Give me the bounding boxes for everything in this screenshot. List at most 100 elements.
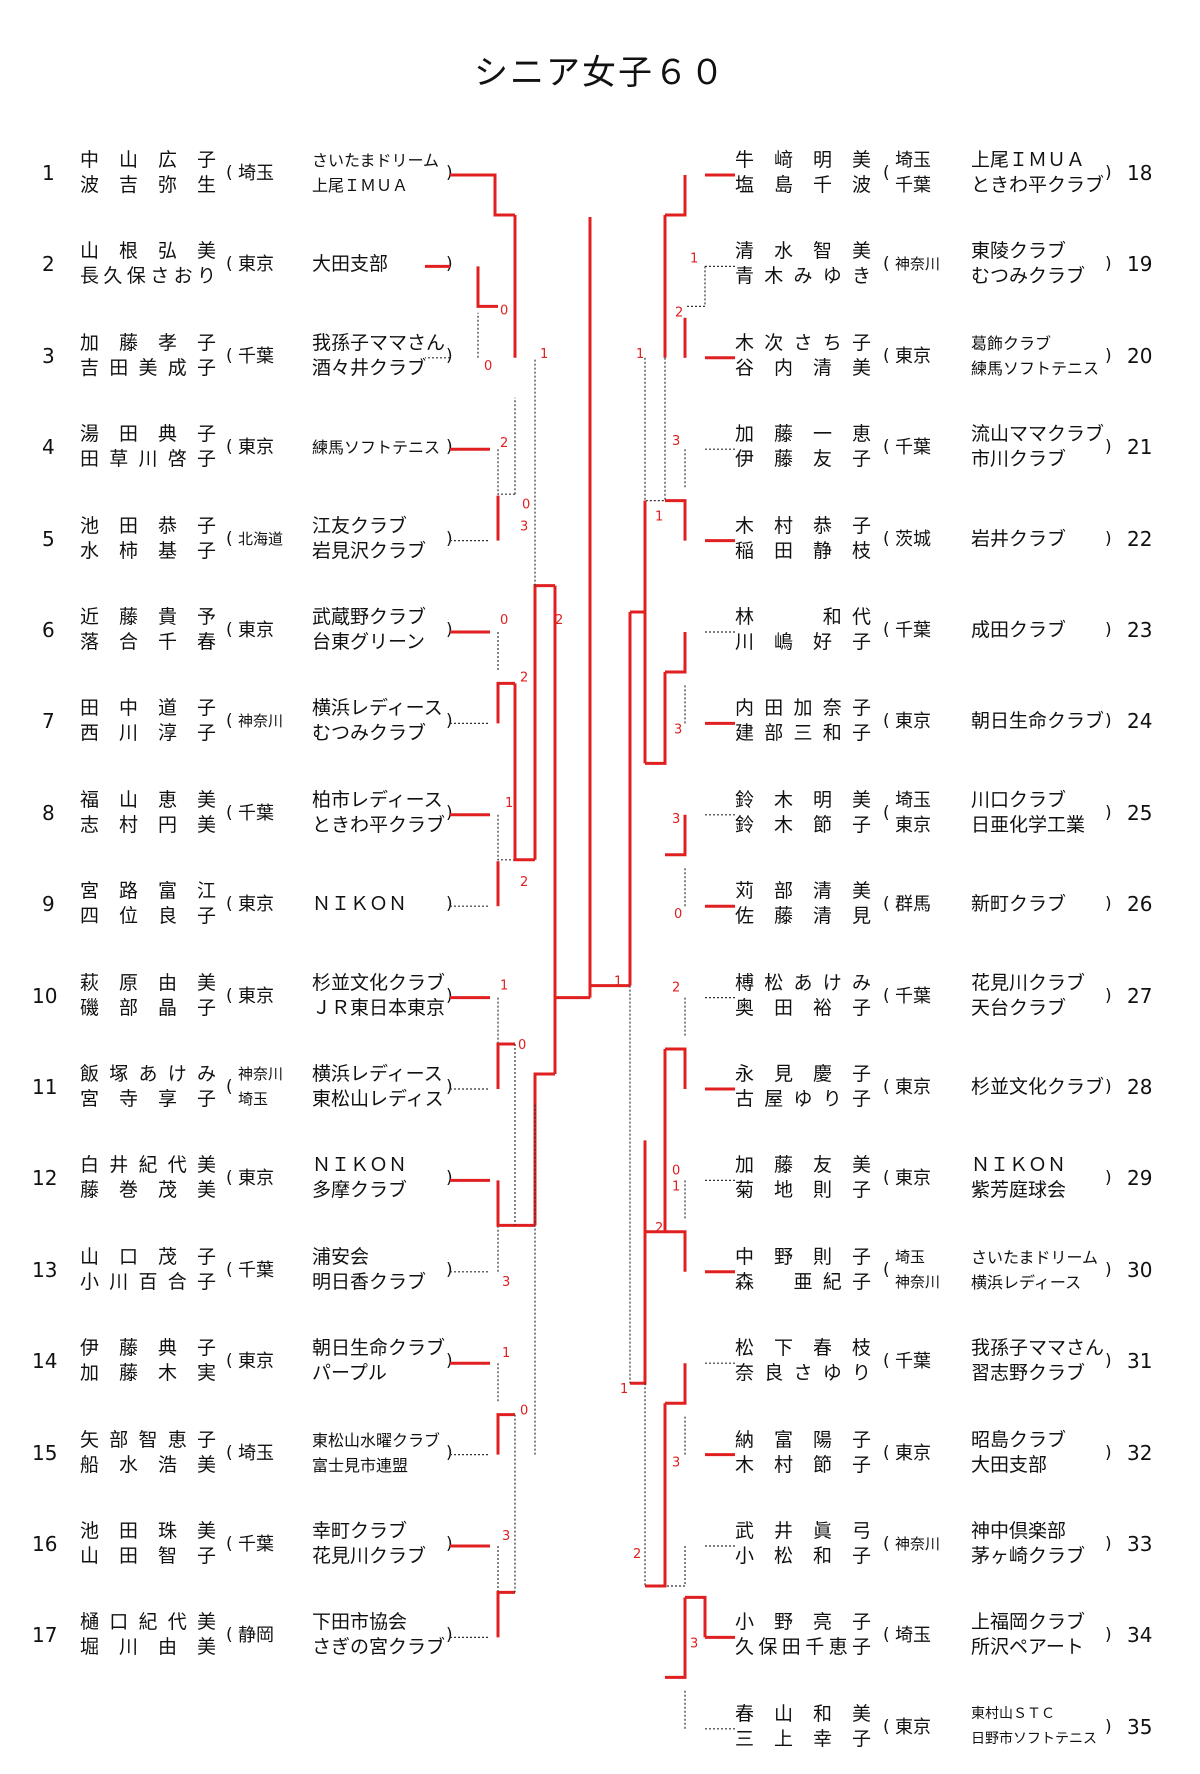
bracket-join xyxy=(513,683,535,862)
club-names: 幸町クラブ花見川クラブ xyxy=(312,1519,426,1569)
club-names: 昭島クラブ大田支部 xyxy=(971,1428,1066,1478)
player-names: 清水智美青木みゆき xyxy=(735,239,871,289)
bracket-join xyxy=(665,1230,687,1272)
close-paren: ) xyxy=(446,620,453,640)
entry-right-19: 清水智美青木みゆき(神奈川東陵クラブむつみクラブ)19 xyxy=(735,239,1200,293)
player-names: 鈴木明美鈴木節子 xyxy=(735,788,871,838)
player-1-name: 伊藤典子 xyxy=(80,1337,216,1360)
seed-number: 20 xyxy=(1127,343,1153,368)
player-names: 春山和美三上幸子 xyxy=(735,1702,871,1752)
seed-number: 11 xyxy=(32,1075,58,1099)
club-1: 大田支部 xyxy=(312,253,389,276)
open-paren: ( xyxy=(226,1625,233,1646)
club-names: 我孫子ママさん酒々井クラブ xyxy=(312,331,445,381)
open-paren: ( xyxy=(226,711,233,732)
player-1-name: 木次さち子 xyxy=(735,331,871,354)
player-names: 木村恭子稲田静枝 xyxy=(735,514,871,564)
prefecture-2: 東京 xyxy=(895,814,931,836)
prefecture-1: 千葉 xyxy=(238,1534,274,1555)
bracket-join xyxy=(533,584,555,860)
club-2: ときわ平クラブ xyxy=(971,174,1105,196)
open-paren: ( xyxy=(226,1442,233,1463)
player-names: 加藤一恵伊藤友子 xyxy=(735,422,871,472)
player-1-name: 松下春枝 xyxy=(735,1337,871,1360)
player-2-name: 船水浩美 xyxy=(80,1453,216,1476)
player-1-name: 湯田典子 xyxy=(80,423,216,446)
prefecture-1: 埼玉 xyxy=(895,150,931,171)
player-1-name: 中山広子 xyxy=(80,149,216,171)
player-names: 池田珠美山田智子 xyxy=(80,1519,216,1569)
prefecture-1: 千葉 xyxy=(238,802,274,824)
club-1: ＮＩＫＯＮ xyxy=(312,1154,408,1177)
bracket-join xyxy=(665,632,687,674)
bracket-join xyxy=(665,1546,686,1587)
prefecture: 千葉 xyxy=(895,618,931,643)
close-paren: ) xyxy=(446,1077,453,1097)
player-2-name: 久保田千恵子 xyxy=(735,1636,871,1659)
player-1-name: 樋口紀代美 xyxy=(80,1611,216,1634)
entry-right-32: 納富陽子木村節子(東京昭島クラブ大田支部)32 xyxy=(735,1428,1200,1482)
bracket-join xyxy=(496,1413,515,1455)
player-names: 山口茂子小川百合子 xyxy=(80,1245,216,1295)
club-1: 武蔵野クラブ xyxy=(312,606,427,628)
match-score: 0 xyxy=(520,1404,528,1419)
player-names: 松下春枝奈良さゆり xyxy=(735,1336,871,1386)
player-names: 納富陽子木村節子 xyxy=(735,1428,871,1478)
open-paren: ( xyxy=(883,620,890,640)
prefecture: 東京 xyxy=(238,984,274,1009)
player-names: 矢部智恵子船水浩美 xyxy=(80,1428,216,1478)
player-1-name: 山根弘美 xyxy=(80,240,216,263)
club-1: 上尾ＩＭＵＡ xyxy=(971,149,1086,171)
player-1-name: 牛﨑明美 xyxy=(735,149,871,171)
close-paren: ) xyxy=(446,345,453,366)
player-1-name: 苅部清美 xyxy=(735,880,871,903)
player-2-name: 志村円美 xyxy=(80,813,216,836)
player-1-name: 池田恭子 xyxy=(80,514,216,537)
close-paren: ) xyxy=(1105,345,1112,366)
prefecture-1: 東京 xyxy=(238,254,274,276)
bracket-join xyxy=(496,1042,515,1089)
club-1: 東松山水曜クラブ xyxy=(312,1430,441,1450)
seed-number: 31 xyxy=(1127,1349,1153,1374)
player-2-name: 建部三和子 xyxy=(735,722,871,745)
player-2-name: 菊地則子 xyxy=(735,1179,871,1202)
close-paren: ) xyxy=(446,1534,453,1554)
match-score: 0 xyxy=(500,303,508,318)
player-names: 内田加奈子建部三和子 xyxy=(735,696,871,746)
prefecture: 千葉 xyxy=(238,1258,274,1283)
entry-right-31: 松下春枝奈良さゆり(千葉我孫子ママさん習志野クラブ)31 xyxy=(735,1336,1200,1390)
bracket-join xyxy=(645,672,667,765)
seed-number: 17 xyxy=(32,1623,58,1648)
prefecture-1: 千葉 xyxy=(895,620,931,641)
seed-number: 13 xyxy=(32,1257,58,1282)
club-1: さいたまドリーム xyxy=(971,1247,1099,1267)
club-2: 上尾ＩＭＵＡ xyxy=(312,176,409,195)
club-names: 流山ママクラブ市川クラブ xyxy=(971,422,1104,472)
club-names: 練馬ソフトテニス xyxy=(312,435,440,460)
bracket-join xyxy=(685,266,706,307)
player-2-name: 川嶋好子 xyxy=(735,631,871,653)
seed-number: 5 xyxy=(42,526,55,551)
entry-right-30: 中野則子森 亜紀子(埼玉神奈川さいたまドリーム横浜レディース)30 xyxy=(735,1245,1200,1299)
prefecture-1: 東京 xyxy=(895,1716,931,1738)
prefecture: 東京 xyxy=(238,1166,274,1191)
bracket-join xyxy=(496,1590,515,1638)
club-1: 江友クラブ xyxy=(312,514,408,537)
seed-number: 3 xyxy=(42,343,55,368)
player-2-name: 田草川啓子 xyxy=(80,448,216,471)
player-1-name: 林 和代 xyxy=(735,606,871,628)
close-paren: ) xyxy=(1105,163,1112,183)
club-2: さぎの宮クラブ xyxy=(312,1636,446,1659)
open-paren: ( xyxy=(883,711,890,732)
match-score: 3 xyxy=(502,1275,510,1290)
seed-number: 7 xyxy=(42,709,55,734)
club-1: 神中倶楽部 xyxy=(971,1520,1067,1542)
player-2-name: 奈良さゆり xyxy=(735,1362,871,1385)
club-1: 川口クラブ xyxy=(971,788,1067,811)
